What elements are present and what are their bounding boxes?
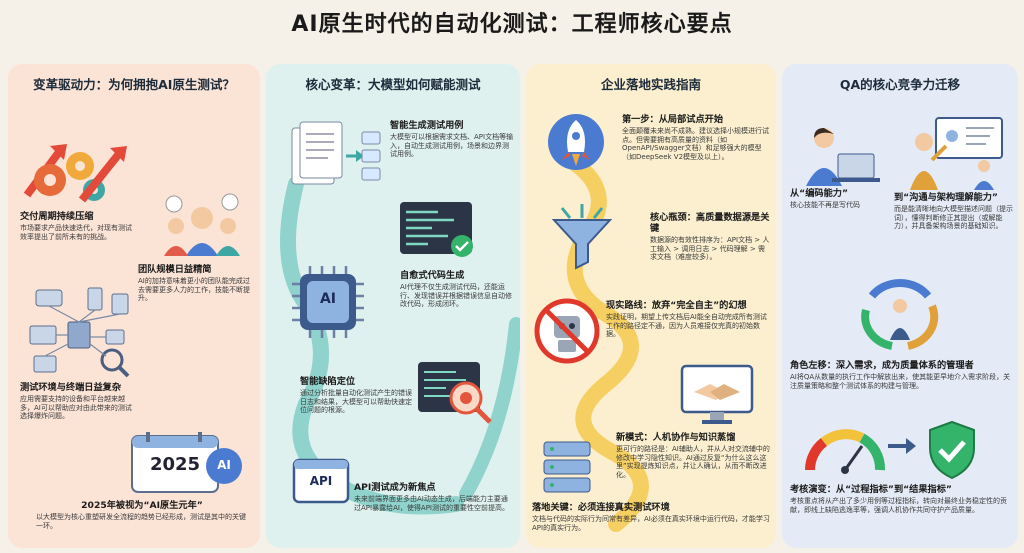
block-heading: 自愈式代码生成 bbox=[400, 270, 465, 281]
driver-ai-native-year: 2025年被视为“AI原生元年” 以大模型为核心重塑研发全流程的趋势已经形成，测… bbox=[36, 500, 248, 530]
block-text: 实践证明，期望上传文档后AI能全自动完成所有测试工作的路径定不通，因为人员难接仅… bbox=[606, 313, 767, 339]
driver-team-size: 团队规模日益精简 AI的加持意味着更小的团队能完成过去需要更多人力的工作，技能不… bbox=[138, 264, 256, 303]
block-text: 应用需要支持的设备和平台越来越多，AI可以帮助应对由此带来的测试选择爆炸问题。 bbox=[20, 395, 132, 421]
cycle-arrows-icon bbox=[852, 276, 948, 352]
block-heading: 交付周期持续压缩 bbox=[20, 211, 94, 222]
handshake-icon bbox=[680, 364, 756, 428]
flow-path-decoration bbox=[266, 124, 520, 544]
column-qa-competency: QA的核心竞争力迁移 从“编码能力” 核心技能不再是写代码 到“沟通与架构理解能… bbox=[782, 64, 1018, 548]
funnel-icon bbox=[550, 204, 614, 270]
skill-communication-architecture: 到“沟通与架构理解能力” 而是能清晰地向大模型描述问题（提示词），懂得判断修正其… bbox=[894, 192, 1014, 231]
gears-icon bbox=[22, 140, 132, 204]
calendar-year: 2025 bbox=[149, 454, 201, 475]
block-text: 全面颠覆未来尚不成熟。建议选择小规模进行试点。但需要拥有高质量的资料（如Open… bbox=[622, 127, 769, 161]
team-icon bbox=[156, 192, 246, 260]
block-text: AI代理不仅生成测试代码，还能运行、发现错误并根据错误信息自动修改代码，形成闭环… bbox=[400, 283, 512, 309]
code-window-icon bbox=[398, 200, 478, 260]
feature-self-healing-code: 自愈式代码生成 AI代理不仅生成测试代码，还能运行、发现错误并根据错误信息自动修… bbox=[400, 270, 516, 309]
block-heading: 现实路线：放弃“完全自主”的幻想 bbox=[606, 300, 747, 311]
documents-icon bbox=[288, 118, 384, 192]
no-robot-icon bbox=[534, 298, 600, 364]
server-stack-icon bbox=[540, 438, 598, 500]
block-heading: API测试成为新焦点 bbox=[354, 482, 436, 493]
block-heading: 角色左移：深入需求，成为质量体系的管理者 bbox=[790, 360, 974, 371]
block-heading: 落地关键：必须连接真实测试环境 bbox=[532, 502, 670, 513]
api-window-icon: API bbox=[292, 458, 350, 504]
ai-chip-label: AI bbox=[319, 291, 337, 307]
shield-check-icon bbox=[926, 420, 978, 480]
guide-no-full-autonomy: 现实路线：放弃“完全自主”的幻想 实践证明，期望上传文档后AI能全自动完成所有测… bbox=[606, 300, 772, 339]
block-text: 而是能清晰地向大模型描述问题（提示词），懂得判断修正其提出（或解能力），并具备架… bbox=[894, 205, 1013, 231]
guide-data-source: 核心瓶颈：高质量数据源是关键 数据源的有效性排序为：API文档 > 人工输入 >… bbox=[650, 212, 770, 262]
arrow-right-icon bbox=[886, 436, 918, 456]
ai-chip-icon: AI bbox=[290, 264, 366, 340]
page-title: AI原生时代的自动化测试：工程师核心要点 bbox=[291, 12, 733, 37]
block-text: 更可行的路径是：AI辅助人，并从人对交流辅中的修改中学习隐性知识。AI通过反复“… bbox=[616, 445, 770, 479]
block-heading: 从“编码能力” bbox=[790, 188, 849, 199]
block-text: AI的加持意味着更小的团队能完成过去需要更多人力的工作，技能不断提升。 bbox=[138, 277, 250, 303]
column-header: QA的核心竞争力迁移 bbox=[839, 77, 961, 92]
column-header: 变革驱动力：为何拥抱AI原生测试？ bbox=[33, 77, 235, 92]
block-heading: 智能缺陷定位 bbox=[300, 376, 356, 387]
calendar-ai-badge: AI bbox=[217, 458, 231, 472]
skill-evaluation-shift: 考核演变：从“过程指标”到“结果指标” 考核重点将从产出了多少用例等过程指标，转… bbox=[790, 484, 1014, 514]
coder-laptop-icon bbox=[794, 120, 884, 190]
api-label: API bbox=[309, 474, 333, 488]
block-heading: 2025年被视为“AI原生元年” bbox=[81, 500, 203, 511]
skill-role-shift-left: 角色左移：深入需求，成为质量体系的管理者 AI将QA从数量的执行工作中解放出来，… bbox=[790, 360, 1014, 390]
column-drivers: 变革驱动力：为何拥抱AI原生测试？ 交付周期持续压缩 市场要求产品快速迭代，对现… bbox=[8, 64, 260, 548]
feature-test-case-generation: 智能生成测试用例 大模型可以根据需求文档、API文档等输入，自动生成测试用例，场… bbox=[390, 120, 514, 159]
skill-from-coding: 从“编码能力” 核心技能不再是写代码 bbox=[790, 188, 894, 210]
column-enterprise-guide: 企业落地实践指南 第一步：从局部试点开始 全面颠覆未来尚不成熟。建议选择小规模进… bbox=[526, 64, 776, 548]
block-heading: 智能生成测试用例 bbox=[390, 120, 464, 131]
presenter-board-icon bbox=[906, 116, 1006, 192]
driver-delivery-cycle: 交付周期持续压缩 市场要求产品快速迭代，对现有测试效率提出了前所未有的挑战。 bbox=[20, 211, 135, 241]
block-text: 未来前端界面更多由AI动态生成，后端能力主要通过API暴露给AI，使得API测试… bbox=[354, 495, 510, 512]
rocket-icon bbox=[546, 112, 606, 172]
block-heading: 测试环境与终端日益复杂 bbox=[20, 382, 122, 393]
block-heading: 考核演变：从“过程指标”到“结果指标” bbox=[790, 484, 952, 495]
block-heading: 新模式：人机协作与知识蒸馏 bbox=[616, 432, 736, 443]
calendar-icon: 2025 AI bbox=[128, 430, 246, 496]
block-heading: 团队规模日益精简 bbox=[138, 264, 212, 275]
bug-magnifier-icon bbox=[416, 358, 496, 424]
guide-real-environment: 落地关键：必须连接真实测试环境 文档与代码的实际行为间常有差异，AI必须在真实环… bbox=[532, 502, 772, 532]
guide-pilot-start: 第一步：从局部试点开始 全面颠覆未来尚不成熟。建议选择小规模进行试点。但需要拥有… bbox=[622, 114, 770, 161]
block-heading: 第一步：从局部试点开始 bbox=[622, 114, 724, 125]
block-text: AI将QA从数量的执行工作中解放出来，使其能更早地介入需求阶段，关注质量策略和整… bbox=[790, 373, 1011, 390]
block-text: 核心技能不再是写代码 bbox=[790, 201, 860, 209]
column-header: 企业落地实践指南 bbox=[600, 77, 701, 92]
driver-environment-complexity: 测试环境与终端日益复杂 应用需要支持的设备和平台越来越多，AI可以帮助应对由此带… bbox=[20, 382, 138, 421]
block-text: 大模型可以根据需求文档、API文档等输入，自动生成测试用例，场景和边界测试用例。 bbox=[390, 133, 514, 159]
block-text: 以大模型为核心重塑研发全流程的趋势已经形成，测试是其中的关键一环。 bbox=[36, 513, 246, 530]
feature-api-testing: API测试成为新焦点 未来前端界面更多由AI动态生成，后端能力主要通过API暴露… bbox=[354, 482, 514, 512]
block-heading: 核心瓶颈：高质量数据源是关键 bbox=[650, 212, 770, 234]
block-heading: 到“沟通与架构理解能力” bbox=[894, 192, 998, 203]
column-llm-empowerment: 核心变革：大模型如何赋能测试 智能生成测试用例 大模型可以根据需求文档、API文… bbox=[266, 64, 520, 548]
block-text: 数据源的有效性排序为：API文档 > 人工输入 > 调用日志 > 代码理解 > … bbox=[650, 236, 770, 262]
gauge-icon bbox=[802, 424, 888, 476]
feature-defect-localization: 智能缺陷定位 通过分析批量自动化测试产生的错误日志和结果，大模型可以帮助快速定位… bbox=[300, 376, 418, 415]
column-header: 核心变革：大模型如何赋能测试 bbox=[305, 77, 481, 92]
network-devices-icon bbox=[28, 286, 133, 378]
block-text: 文档与代码的实际行为间常有差异，AI必须在真实环境中运行代码，才能学习API的真… bbox=[532, 515, 770, 532]
block-text: 通过分析批量自动化测试产生的错误日志和结果，大模型可以帮助快速定位问题的根源。 bbox=[300, 389, 412, 415]
block-text: 市场要求产品快速迭代，对现有测试效率提出了前所未有的挑战。 bbox=[20, 224, 132, 241]
guide-human-ai-collaboration: 新模式：人机协作与知识蒸馏 更可行的路径是：AI辅助人，并从人对交流辅中的修改中… bbox=[616, 432, 770, 479]
block-text: 考核重点将从产出了多少用例等过程指标，转向对最终业务稳定性的贡献，即线上缺陷逃逸… bbox=[790, 497, 1007, 514]
